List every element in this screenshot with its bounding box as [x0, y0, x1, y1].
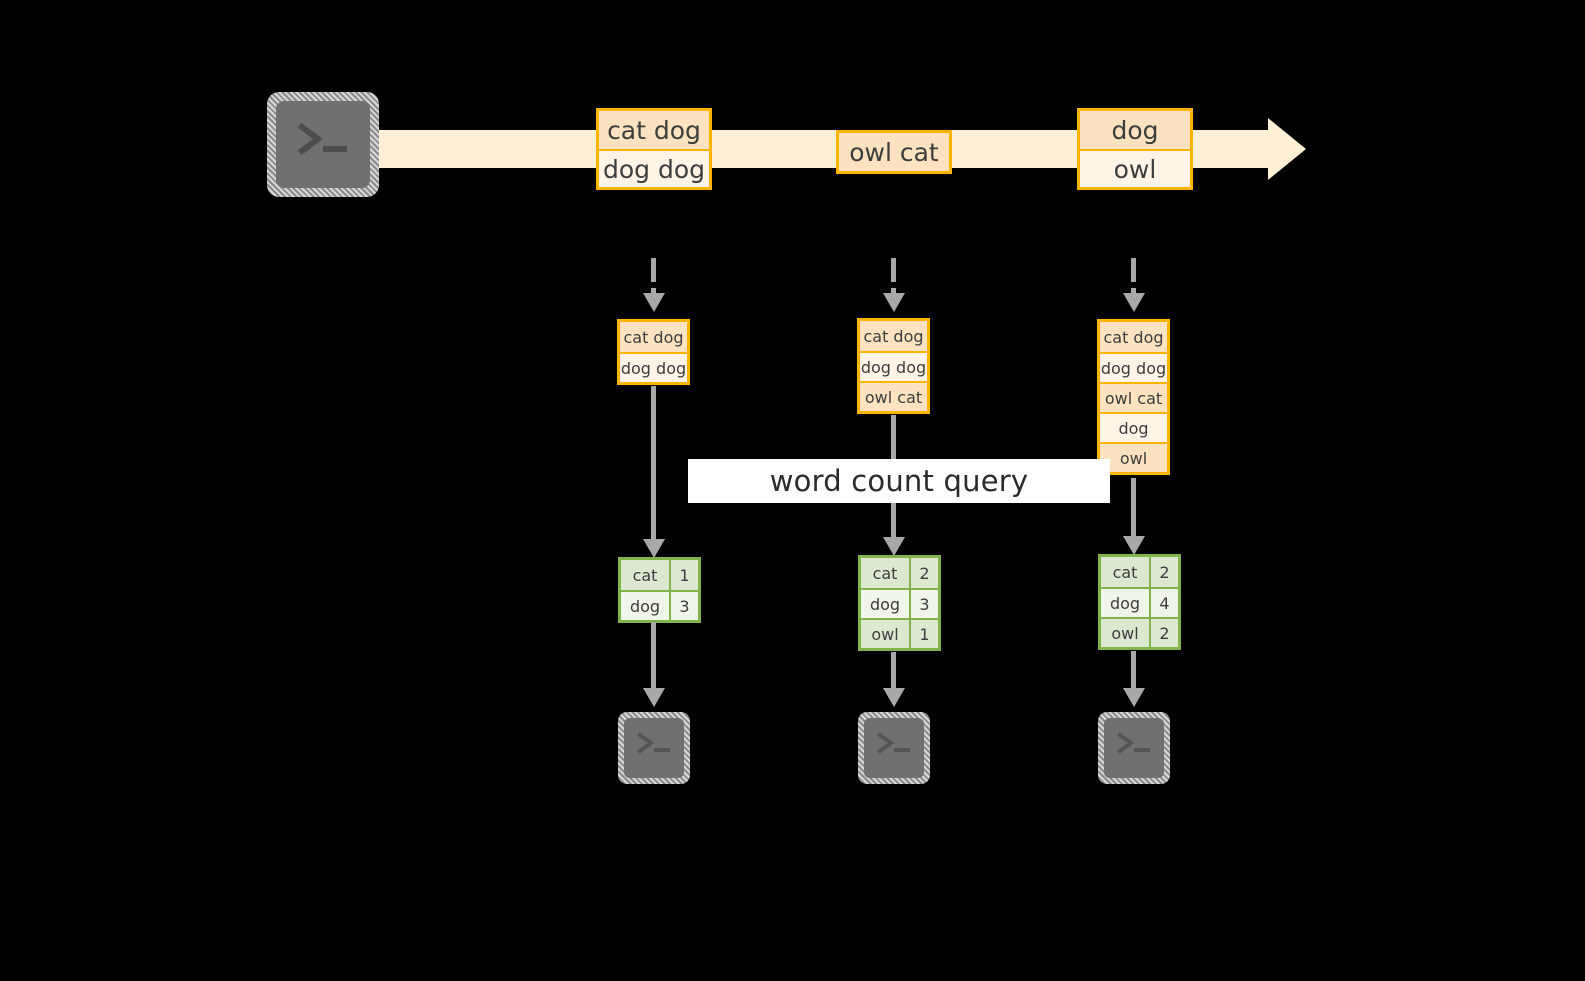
accumulated-row: dog dog [860, 351, 927, 381]
prompt-glyph-icon [637, 732, 670, 754]
feed-arrow-stub-1 [651, 288, 656, 294]
accumulated-row: dog dog [620, 352, 687, 382]
result-row: dog 3 [861, 588, 938, 618]
result-word: dog [621, 592, 669, 620]
result-table-col-2[interactable]: cat 2 dog 3 owl 1 [858, 555, 941, 651]
stream-record-row: cat dog [599, 111, 709, 149]
sink-arrow-line-1 [651, 622, 656, 688]
result-word: cat [861, 558, 909, 588]
result-row: cat 1 [621, 560, 698, 590]
sink-terminal-icon-col-3[interactable] [1098, 712, 1170, 784]
terminal-screen [864, 718, 924, 778]
result-word: owl [861, 620, 909, 648]
result-word: owl [1101, 619, 1149, 647]
result-count: 3 [909, 590, 938, 618]
sink-arrowhead-2 [883, 688, 905, 707]
result-table-col-3[interactable]: cat 2 dog 4 owl 2 [1098, 554, 1181, 650]
result-count: 1 [909, 620, 938, 648]
accumulated-row: dog [1100, 412, 1167, 442]
source-terminal-icon[interactable] [267, 92, 379, 197]
feed-arrow-dash-1 [651, 258, 656, 282]
accumulated-row: cat dog [860, 321, 927, 351]
result-count: 2 [1149, 557, 1178, 587]
stream-arrowhead-icon [1268, 118, 1306, 180]
result-row: cat 2 [861, 558, 938, 588]
result-row: dog 4 [1101, 587, 1178, 617]
accumulated-row: owl cat [1100, 382, 1167, 412]
sink-terminal-icon-col-1[interactable] [618, 712, 690, 784]
query-arrowhead-2 [883, 537, 905, 556]
feed-arrow-dash-3 [1131, 258, 1136, 282]
stream-record-row: dog [1080, 111, 1190, 149]
result-count: 2 [909, 558, 938, 588]
result-row: owl 1 [861, 618, 938, 648]
query-arrowhead-3 [1123, 536, 1145, 555]
query-banner: word count query [688, 459, 1110, 503]
feed-arrow-stub-2 [891, 288, 896, 294]
accumulated-row: cat dog [1100, 322, 1167, 352]
prompt-glyph-icon [877, 732, 910, 754]
result-word: dog [861, 590, 909, 618]
result-count: 4 [1149, 589, 1178, 617]
sink-terminal-icon-col-2[interactable] [858, 712, 930, 784]
stream-record-row: owl cat [839, 133, 949, 171]
result-count: 1 [669, 560, 698, 590]
result-word: cat [1101, 557, 1149, 587]
accumulated-row: owl cat [860, 381, 927, 411]
stream-record-row: owl [1080, 149, 1190, 187]
result-word: cat [621, 560, 669, 590]
accumulated-row: dog dog [1100, 352, 1167, 382]
accumulated-row: owl [1100, 442, 1167, 472]
terminal-screen [1104, 718, 1164, 778]
sink-arrow-line-2 [891, 652, 896, 688]
sink-arrowhead-3 [1123, 688, 1145, 707]
sink-arrow-line-3 [1131, 651, 1136, 688]
query-arrow-line-1 [651, 386, 656, 541]
feed-arrowhead-1 [643, 293, 665, 312]
terminal-screen [276, 101, 370, 188]
terminal-screen [624, 718, 684, 778]
feed-arrowhead-2 [883, 293, 905, 312]
stream-record-group-3[interactable]: dog owl [1077, 108, 1193, 190]
stream-record-group-1[interactable]: cat dog dog dog [596, 108, 712, 190]
result-table-col-1[interactable]: cat 1 dog 3 [618, 557, 701, 623]
accumulated-row: cat dog [620, 322, 687, 352]
feed-arrow-dash-2 [891, 258, 896, 282]
query-arrowhead-1 [643, 539, 665, 558]
result-row: dog 3 [621, 590, 698, 620]
query-banner-label: word count query [769, 464, 1029, 498]
result-count: 3 [669, 592, 698, 620]
stream-record-row: dog dog [599, 149, 709, 187]
accumulated-box-col-1[interactable]: cat dog dog dog [617, 319, 690, 385]
result-count: 2 [1149, 619, 1178, 647]
query-arrow-line-3 [1131, 478, 1136, 537]
prompt-glyph-icon [1117, 732, 1150, 754]
sink-arrowhead-1 [643, 688, 665, 707]
result-word: dog [1101, 589, 1149, 617]
accumulated-box-col-2[interactable]: cat dog dog dog owl cat [857, 318, 930, 414]
result-row: cat 2 [1101, 557, 1178, 587]
accumulated-box-col-3[interactable]: cat dog dog dog owl cat dog owl [1097, 319, 1170, 475]
stream-record-group-2[interactable]: owl cat [836, 130, 952, 174]
feed-arrowhead-3 [1123, 293, 1145, 312]
feed-arrow-stub-3 [1131, 288, 1136, 294]
result-row: owl 2 [1101, 617, 1178, 647]
prompt-glyph-icon [297, 122, 347, 156]
